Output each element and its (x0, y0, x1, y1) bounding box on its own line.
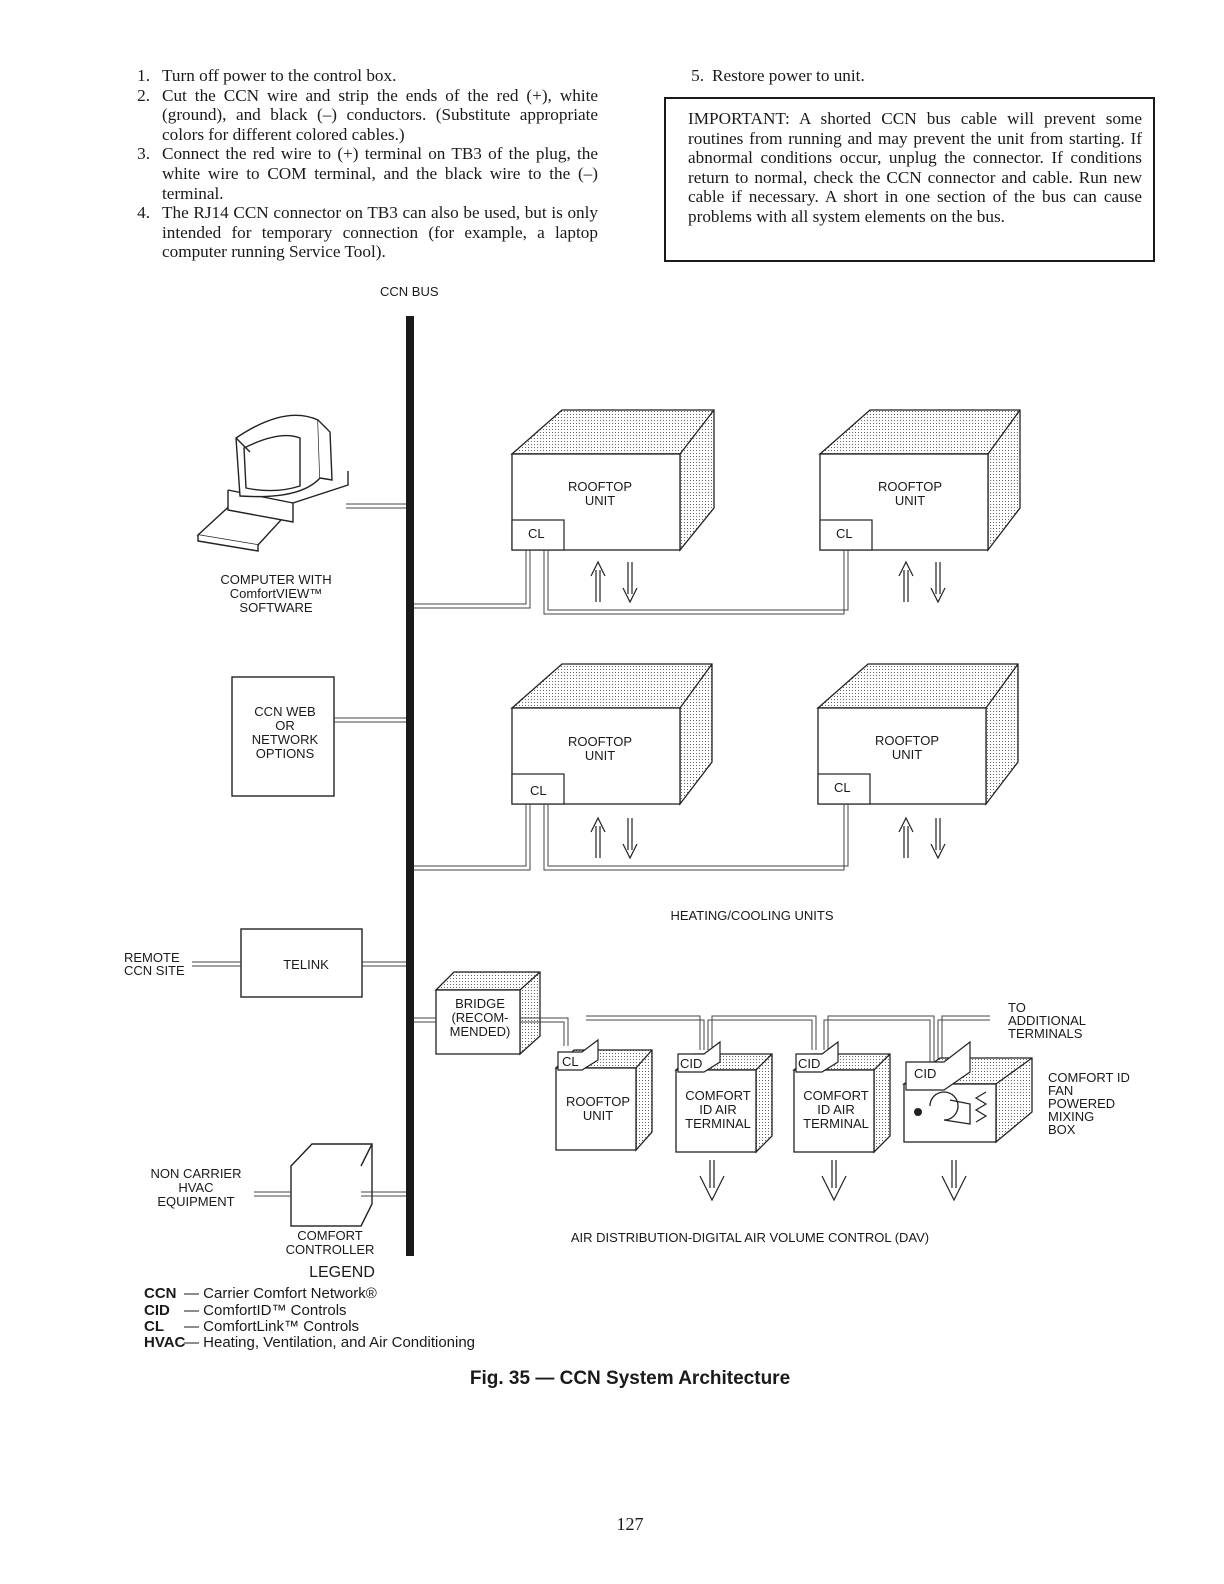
updown-arrows-icon (590, 817, 638, 859)
bus-label: CCN BUS (380, 284, 439, 299)
svg-text:SOFTWARE: SOFTWARE (239, 600, 313, 615)
fan-powered-mixing-box: CID (901, 1040, 1033, 1144)
svg-text:ID AIR: ID AIR (817, 1102, 855, 1117)
rooftop-unit: ROOFTOP UNIT CL (818, 409, 1021, 552)
svg-text:ROOFTOP: ROOFTOP (878, 479, 942, 494)
rooftop-unit: ROOFTOP UNIT CL (510, 409, 715, 552)
comfort-id-air-terminal: CID COMFORT ID AIR TERMINAL (792, 1040, 891, 1154)
svg-text:CID: CID (914, 1066, 936, 1081)
bridge-box: BRIDGE (RECOM- MENDED) (434, 971, 541, 1056)
important-notice: IMPORTANT: A shorted CCN bus cable will … (664, 97, 1155, 262)
updown-arrows-icon (898, 817, 946, 859)
ccn-web-box (231, 676, 335, 797)
svg-text:CL: CL (530, 783, 547, 798)
svg-text:OPTIONS: OPTIONS (256, 746, 315, 761)
svg-text:REMOTE: REMOTE (124, 950, 180, 965)
svg-text:ComfortVIEW™: ComfortVIEW™ (230, 586, 322, 601)
page-number: 127 (616, 1514, 644, 1534)
svg-text:CL: CL (836, 526, 853, 541)
svg-text:EQUIPMENT: EQUIPMENT (157, 1194, 234, 1209)
ccn-bus (406, 316, 414, 1256)
svg-text:BOX: BOX (1048, 1122, 1076, 1137)
rooftop-unit: ROOFTOP UNIT CL (816, 663, 1019, 806)
step-restore: 5.Restore power to unit. (691, 66, 865, 85)
comfort-controller-box (290, 1143, 373, 1227)
svg-text:MENDED): MENDED) (450, 1024, 511, 1039)
svg-text:(RECOM-: (RECOM- (451, 1010, 508, 1025)
svg-text:TERMINAL: TERMINAL (803, 1116, 869, 1131)
updown-arrows-icon (590, 561, 638, 603)
computer-icon (196, 414, 349, 552)
svg-text:HEATING/COOLING UNITS: HEATING/COOLING UNITS (671, 908, 834, 923)
svg-text:MIXING: MIXING (1048, 1109, 1094, 1124)
svg-text:TELINK: TELINK (283, 957, 329, 972)
svg-text:CCN SITE: CCN SITE (124, 963, 185, 978)
svg-text:POWERED: POWERED (1048, 1096, 1115, 1111)
updown-arrows-icon (898, 561, 946, 603)
svg-text:UNIT: UNIT (895, 493, 925, 508)
svg-text:NETWORK: NETWORK (252, 732, 319, 747)
svg-text:ID AIR: ID AIR (699, 1102, 737, 1117)
svg-text:UNIT: UNIT (585, 748, 615, 763)
svg-text:TERMINAL: TERMINAL (685, 1116, 751, 1131)
rooftop-unit-small: CL ROOFTOP UNIT (554, 1038, 653, 1152)
svg-text:CID: CID (680, 1056, 702, 1071)
airflow-arrow-icon (941, 1159, 967, 1201)
instruction-steps: 1.Turn off power to the control box. 2.C… (128, 66, 598, 262)
step-item: 4.The RJ14 CCN connector on TB3 can also… (137, 203, 598, 262)
fan-icon (929, 1091, 971, 1125)
airflow-arrow-icon (821, 1159, 847, 1201)
svg-text:CCN WEB: CCN WEB (254, 704, 315, 719)
svg-text:UNIT: UNIT (585, 493, 615, 508)
svg-text:TERMINALS: TERMINALS (1008, 1026, 1083, 1041)
svg-text:ROOFTOP: ROOFTOP (566, 1094, 630, 1109)
svg-text:ROOFTOP: ROOFTOP (568, 734, 632, 749)
svg-text:CID: CID (798, 1056, 820, 1071)
svg-text:AIR DISTRIBUTION-DIGITAL AIR V: AIR DISTRIBUTION-DIGITAL AIR VOLUME CONT… (571, 1230, 929, 1245)
svg-text:CL: CL (562, 1054, 579, 1069)
svg-text:UNIT: UNIT (892, 747, 922, 762)
svg-text:ROOFTOP: ROOFTOP (875, 733, 939, 748)
figure-caption: Fig. 35 — CCN System Architecture (469, 1368, 791, 1389)
svg-text:COMPUTER WITH: COMPUTER WITH (220, 572, 331, 587)
svg-text:ROOFTOP: ROOFTOP (568, 479, 632, 494)
svg-text:COMFORT ID: COMFORT ID (1048, 1070, 1130, 1085)
svg-text:FAN: FAN (1048, 1083, 1073, 1098)
step-item: 3.Connect the red wire to (+) terminal o… (137, 144, 598, 203)
rooftop-unit: ROOFTOP UNIT CL (510, 663, 713, 806)
svg-text:COMFORT: COMFORT (685, 1088, 751, 1103)
svg-text:BRIDGE: BRIDGE (455, 996, 505, 1011)
svg-text:CL: CL (528, 526, 545, 541)
svg-text:CONTROLLER: CONTROLLER (286, 1242, 375, 1257)
svg-text:ADDITIONAL: ADDITIONAL (1008, 1013, 1086, 1028)
step-item: 2.Cut the CCN wire and strip the ends of… (137, 85, 598, 144)
svg-text:CL: CL (834, 780, 851, 795)
legend-title: LEGEND (309, 1264, 375, 1281)
svg-text:COMFORT: COMFORT (803, 1088, 869, 1103)
computer-wire (346, 503, 406, 509)
svg-text:NON CARRIER: NON CARRIER (150, 1166, 241, 1181)
step-item: 1.Turn off power to the control box. (137, 66, 397, 85)
airflow-arrow-icon (699, 1159, 725, 1201)
svg-text:OR: OR (275, 718, 295, 733)
svg-text:HVAC: HVAC (178, 1180, 213, 1195)
svg-text:COMFORT: COMFORT (297, 1228, 363, 1243)
svg-text:UNIT: UNIT (583, 1108, 613, 1123)
svg-text:TO: TO (1008, 1000, 1026, 1015)
heater-coil-icon (974, 1091, 988, 1123)
comfort-id-air-terminal: CID COMFORT ID AIR TERMINAL (674, 1040, 773, 1154)
telink-box (240, 928, 363, 998)
